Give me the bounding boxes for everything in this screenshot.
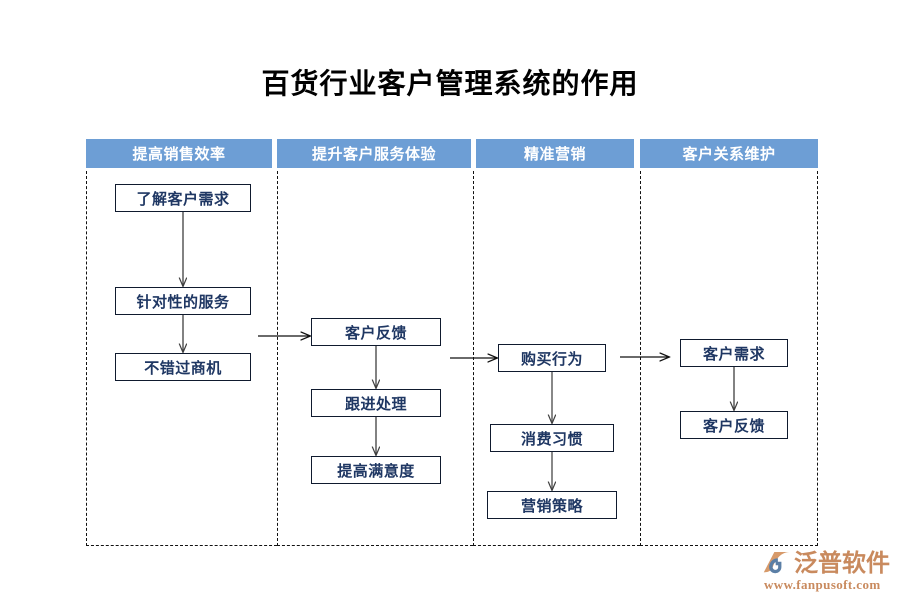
node-marketing-strategy[interactable]: 营销策略: [487, 491, 617, 519]
node-customer-feedback-col4[interactable]: 客户反馈: [680, 411, 788, 439]
lane-frame-relationship-maintenance: [640, 171, 818, 546]
logo-url: www.fanpusoft.com: [764, 577, 881, 592]
fanpu-logo-icon: [763, 551, 790, 573]
lane-frame-service-experience: [277, 171, 473, 546]
lane-frame-sales-efficiency: [86, 171, 277, 546]
logo-row: 泛普软件: [762, 548, 896, 578]
column-header-service-experience: 提升客户服务体验: [277, 139, 471, 168]
column-header-precision-marketing: 精准营销: [476, 139, 634, 168]
node-improve-satisfaction[interactable]: 提高满意度: [311, 456, 441, 484]
node-understand-customer-needs[interactable]: 了解客户需求: [115, 184, 251, 212]
column-header-relationship-maintenance: 客户关系维护: [640, 139, 818, 168]
node-customer-feedback-col2[interactable]: 客户反馈: [311, 318, 441, 346]
column-header-sales-efficiency: 提高销售效率: [86, 139, 272, 168]
node-purchase-behavior[interactable]: 购买行为: [498, 344, 606, 372]
node-no-missed-opportunity[interactable]: 不错过商机: [115, 353, 251, 381]
node-consumption-habits[interactable]: 消费习惯: [490, 424, 614, 452]
node-targeted-service[interactable]: 针对性的服务: [115, 287, 251, 315]
logo-wordmark: 泛普软件: [794, 549, 890, 577]
node-customer-needs-col4[interactable]: 客户需求: [680, 339, 788, 367]
node-follow-up-handling[interactable]: 跟进处理: [311, 389, 441, 417]
brand-logo[interactable]: 泛普软件 www.fanpusoft.com: [762, 548, 896, 594]
page-title: 百货行业客户管理系统的作用: [261, 68, 639, 99]
